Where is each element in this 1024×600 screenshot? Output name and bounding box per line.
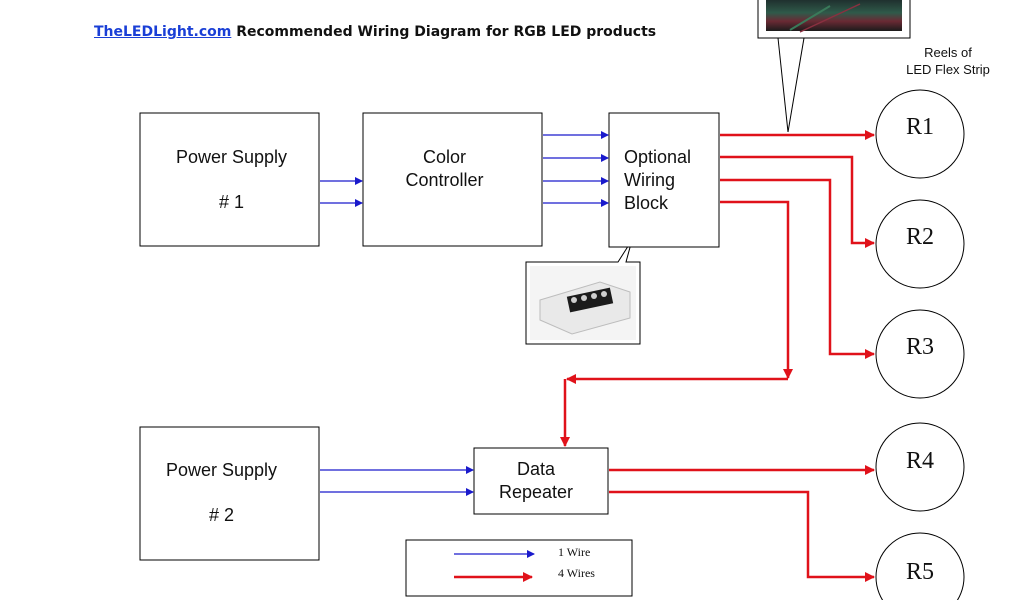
single-wire-connections [320,131,609,496]
wiring-block-callout [525,239,641,345]
reels-label-line1: Reels of [924,45,972,60]
data-repeater-box [473,447,609,515]
wiring-block-label: Optional Wiring Block [624,146,708,215]
reel-r4-circle [875,422,965,512]
reel-r2-label: R2 [905,224,934,250]
reel-r1-circle [875,89,965,179]
data-repeater-label: Data Repeater [474,458,598,504]
legend-four-wires-label: 4 Wires [558,566,595,580]
four-wire-connections [560,130,875,582]
power-supply-1-box [139,112,320,247]
data-repeater-line2: Repeater [498,482,574,502]
color-controller-label: Color Controller [353,146,536,192]
site-link[interactable]: TheLEDLight.com [94,24,232,40]
power-supply-1-line2: # 1 [218,192,245,212]
power-supply-1-line1: Power Supply [175,147,288,167]
power-supply-2-line2: # 2 [208,505,235,525]
wiring-block-line1: Optional [624,147,692,167]
reels-label-line2: LED Flex Strip [906,62,990,77]
reel-r3-label: R3 [905,334,934,360]
legend [405,539,633,597]
wiring-block-box [608,112,720,248]
color-controller-box [362,112,543,247]
reel-r1-label: R1 [905,114,934,140]
reel-r4-label: R4 [905,448,934,474]
legend-box [405,539,633,597]
wiring-block-line2: Wiring [624,170,676,190]
led-strip-callout [757,0,911,133]
power-supply-2-label: Power Supply # 2 [130,459,313,527]
wiring-block-line3: Block [624,193,669,213]
power-supply-2-line1: Power Supply [165,460,278,480]
color-controller-line1: Color [422,147,466,167]
diagram-title: Recommended Wiring Diagram for RGB LED p… [236,24,657,40]
reel-r3-circle [875,309,965,399]
legend-one-wire-label: 1 Wire [558,545,591,559]
power-supply-1-label: Power Supply # 1 [140,146,323,214]
reel-r2-circle [875,199,965,289]
color-controller-line2: Controller [405,170,484,190]
power-supply-2-box [139,426,320,561]
reel-r5-label: R5 [905,559,934,585]
reel-r5-circle [875,532,965,600]
reels-label: Reels of LED Flex Strip [888,44,1008,78]
page-title: TheLEDLight.com Recommended Wiring Diagr… [94,24,656,40]
data-repeater-line1: Data [516,459,556,479]
